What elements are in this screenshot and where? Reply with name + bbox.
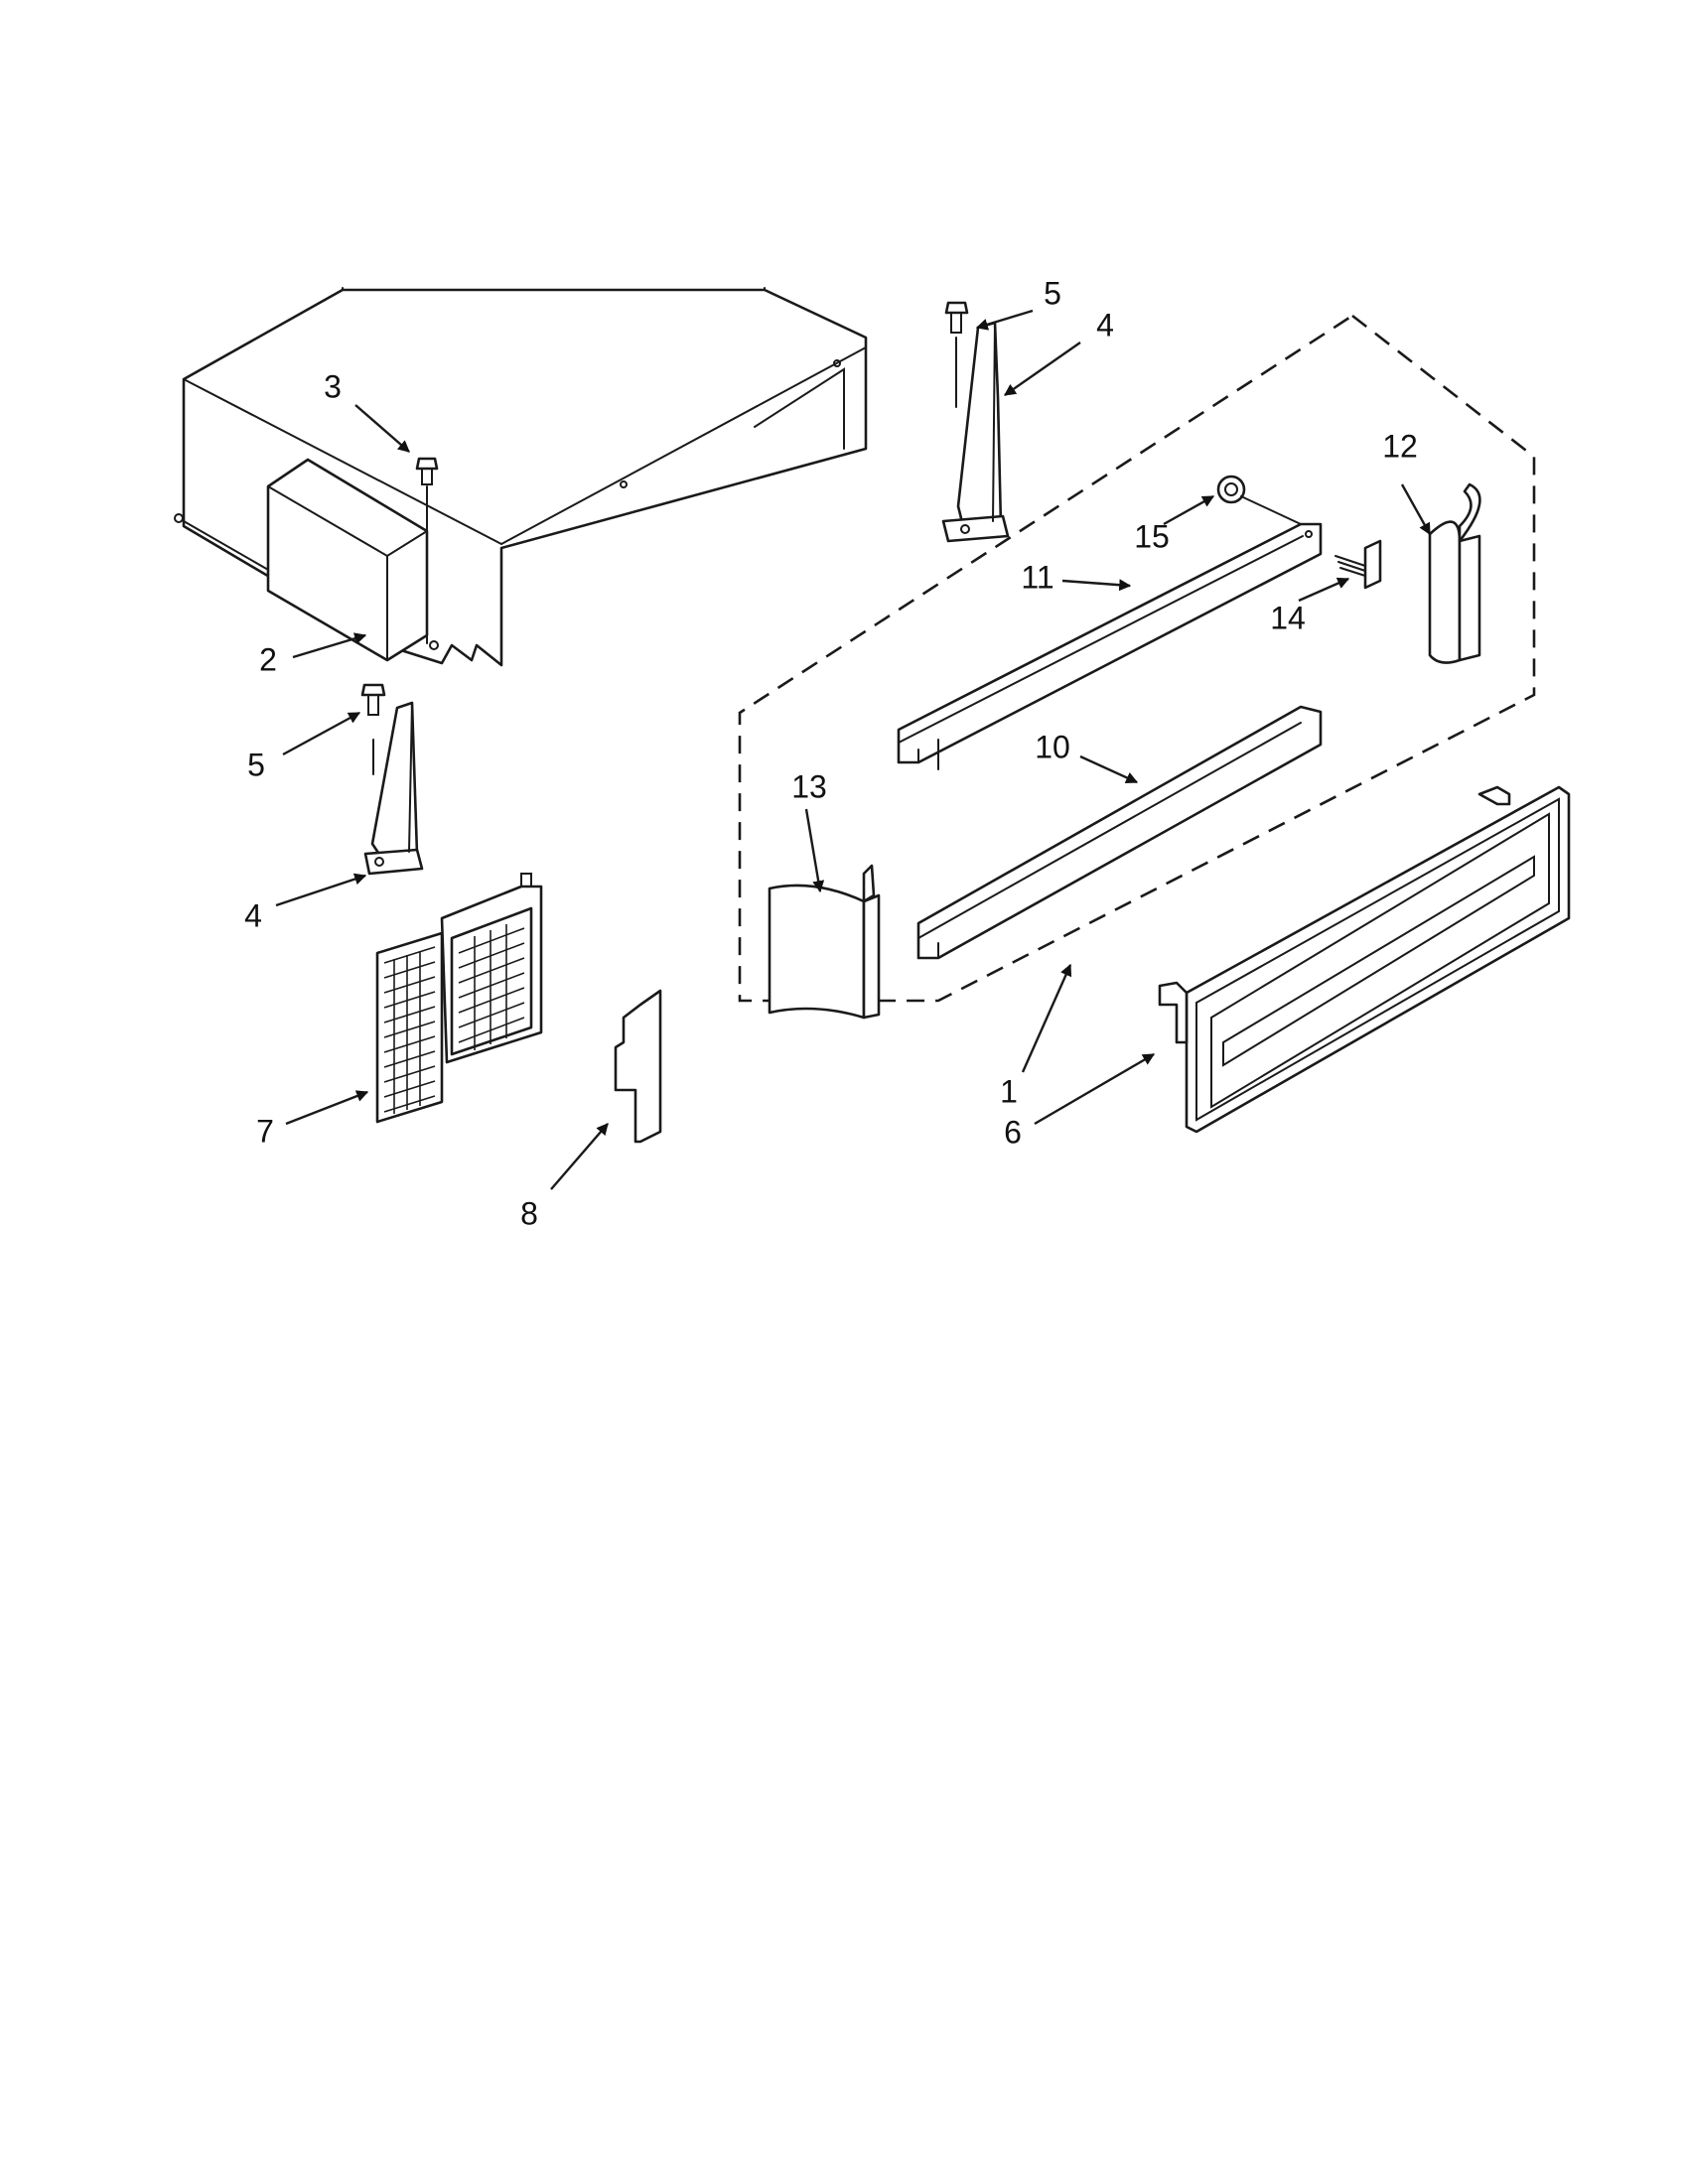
callout-3: 3 — [324, 368, 342, 404]
leader-7 — [285, 1090, 369, 1126]
end-cover-part-12 — [1428, 482, 1481, 664]
callout-6: 6 — [1004, 1114, 1022, 1150]
leader-8 — [550, 1123, 609, 1190]
callout-15: 15 — [1134, 518, 1170, 554]
leader-4-upper — [1004, 341, 1081, 396]
callout-12: 12 — [1382, 428, 1418, 464]
leader-6 — [1034, 1052, 1156, 1126]
screw-part-3 — [415, 457, 439, 644]
plate-part-8 — [614, 989, 662, 1144]
callout-4-upper: 4 — [1096, 307, 1114, 342]
housing-part-2 — [174, 287, 868, 667]
leader-5-upper — [975, 309, 1034, 331]
callout-11: 11 — [1021, 559, 1053, 595]
screw-part-5-lower — [360, 683, 386, 775]
grille-part-7 — [375, 873, 543, 1124]
leader-2 — [292, 632, 367, 659]
callout-4-lower: 4 — [244, 897, 262, 933]
leader-lines — [275, 309, 1432, 1190]
callout-1: 1 — [1000, 1073, 1018, 1109]
bracket-part-4-lower — [363, 701, 424, 876]
leader-11 — [1061, 579, 1132, 592]
kit-boundary — [738, 314, 1536, 1003]
callouts: 1 2 3 4 4 5 5 6 7 8 10 11 12 13 14 15 — [244, 275, 1418, 1231]
leader-14 — [1298, 577, 1350, 603]
nut-part-15 — [1216, 475, 1302, 525]
leader-3 — [354, 404, 410, 453]
front-panel-part-6 — [1158, 785, 1571, 1134]
end-cover-part-13 — [768, 864, 881, 1020]
callout-14: 14 — [1270, 600, 1306, 635]
callout-5-lower: 5 — [247, 747, 265, 782]
callout-2: 2 — [259, 641, 277, 677]
leader-5-lower — [282, 711, 361, 756]
leader-10 — [1079, 754, 1139, 784]
bracket-part-4-upper — [941, 321, 1010, 543]
clip-part-14 — [1334, 539, 1382, 590]
callout-7: 7 — [256, 1113, 274, 1149]
leader-15 — [1163, 494, 1215, 526]
callout-8: 8 — [520, 1195, 538, 1231]
callout-13: 13 — [791, 768, 827, 804]
leader-4-lower — [275, 873, 367, 907]
leader-12 — [1400, 483, 1432, 536]
callout-10: 10 — [1035, 729, 1070, 764]
rail-part-10 — [916, 705, 1323, 960]
screw-part-5-upper — [944, 301, 969, 408]
leader-13 — [804, 808, 825, 893]
leader-1 — [1021, 963, 1072, 1073]
callout-5-upper: 5 — [1044, 275, 1061, 311]
